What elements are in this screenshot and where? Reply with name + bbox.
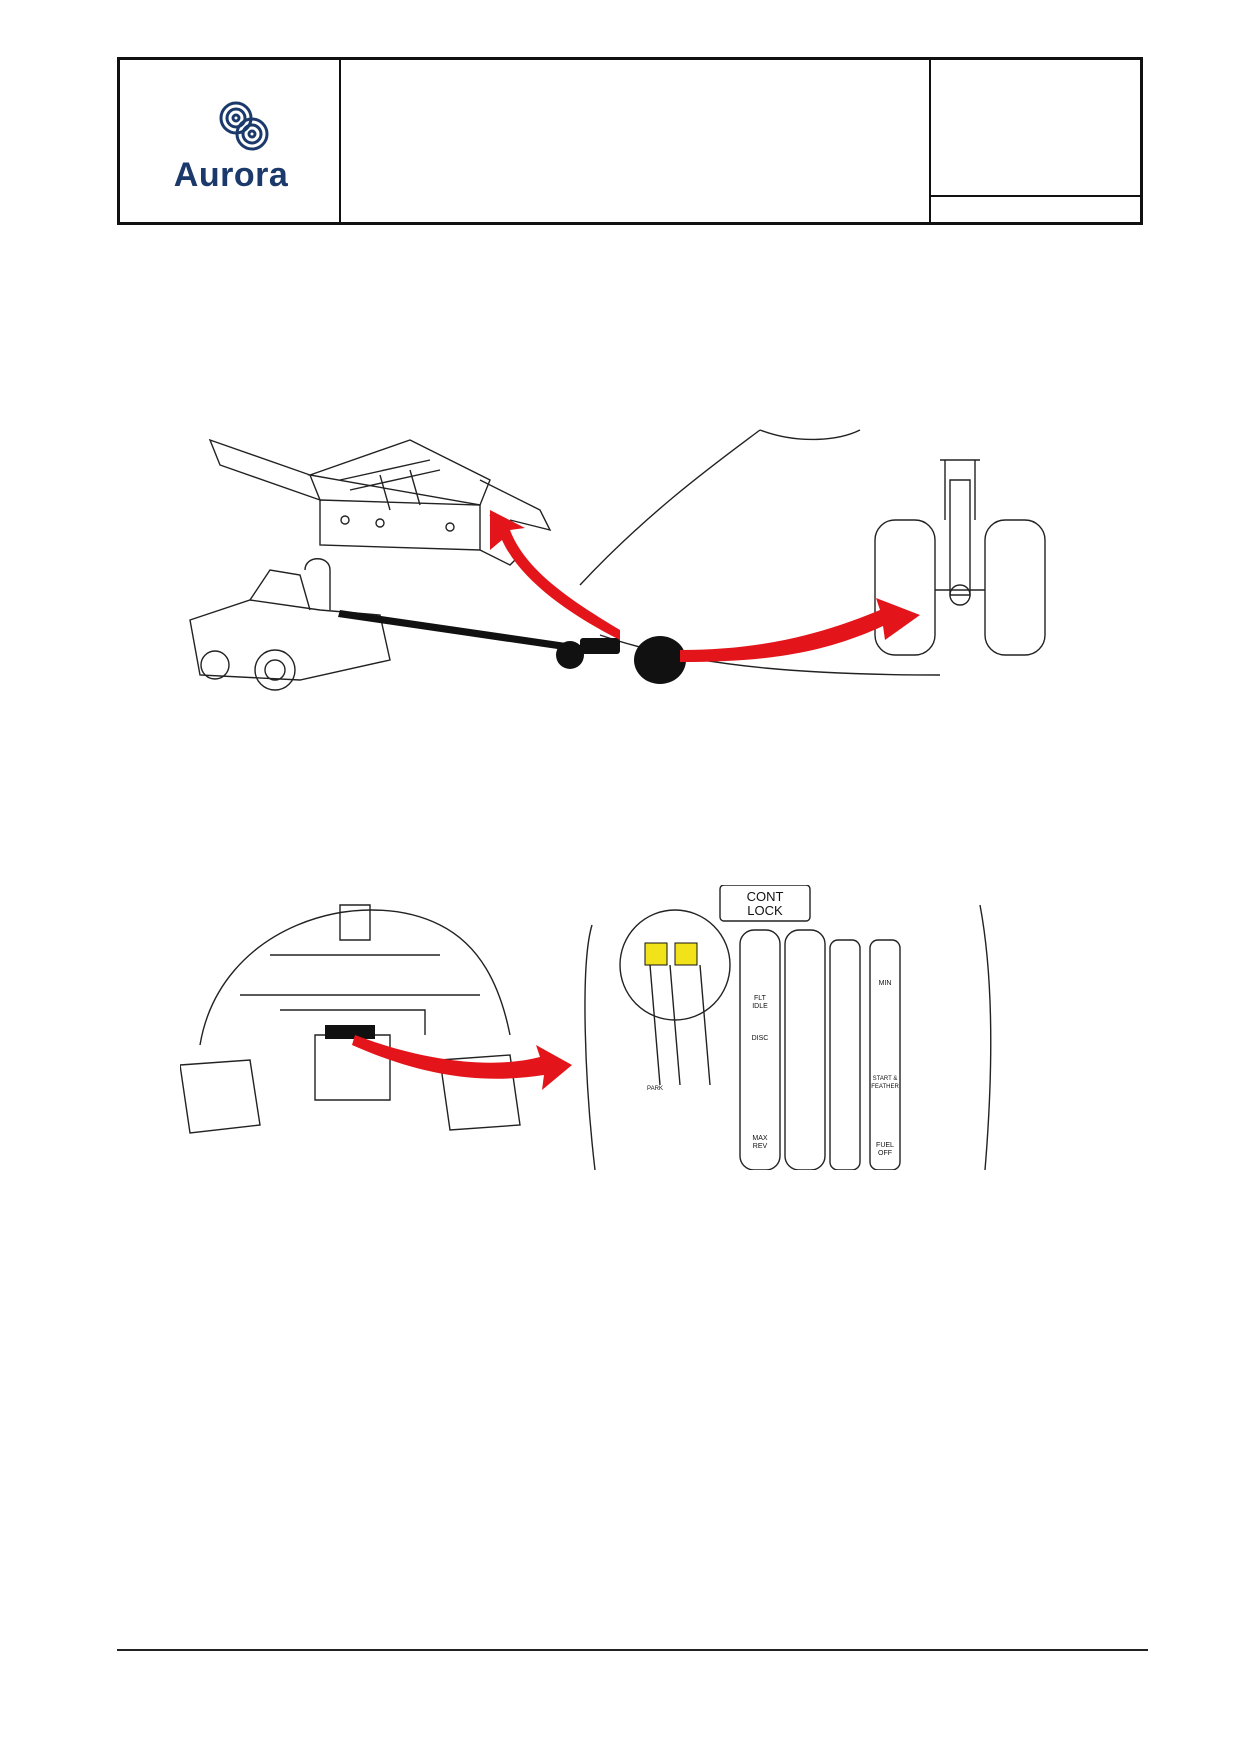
hazard-tag-right bbox=[674, 942, 698, 966]
towbar-head-tube bbox=[208, 438, 322, 502]
logo-wordmark: Aurora bbox=[173, 156, 289, 194]
hazard-tag-left bbox=[644, 942, 668, 966]
towbar-shaft bbox=[338, 610, 580, 652]
nose-wheel-right bbox=[984, 519, 1046, 656]
start-label: START & bbox=[873, 1076, 898, 1082]
red-arrow-to-towbar-head bbox=[490, 510, 620, 640]
towbar-wheel bbox=[556, 641, 584, 669]
min-label: MIN bbox=[879, 980, 892, 987]
reference-cell bbox=[931, 60, 1140, 222]
control-lock-figure: CONT LOCK FLT IDLE DISC MAX REV MIN STAR… bbox=[180, 885, 992, 1170]
nose-tire bbox=[634, 636, 686, 684]
red-arrow-to-quadrant bbox=[352, 1035, 572, 1090]
red-arrow-to-nose-gear bbox=[680, 598, 920, 662]
max-label: MAX bbox=[752, 1135, 768, 1142]
logo-mark-icon bbox=[219, 101, 269, 151]
nose-wheel-left bbox=[874, 519, 936, 656]
quadrant-edge-right bbox=[979, 904, 992, 1170]
tug-wheel-front bbox=[200, 650, 230, 680]
cockpit-seat-left bbox=[180, 1059, 261, 1134]
feather-label: FEATHER bbox=[871, 1084, 899, 1090]
fuselage-outline bbox=[579, 429, 761, 586]
company-logo: Aurora bbox=[156, 98, 306, 198]
title-cell bbox=[341, 60, 931, 222]
reference-divider bbox=[931, 195, 1140, 197]
cockpit-canopy bbox=[199, 909, 511, 1046]
park-label: PARK bbox=[647, 1086, 663, 1092]
fuel-label: FUEL bbox=[876, 1142, 894, 1149]
logo-cell: Aurora bbox=[120, 60, 341, 222]
highlight-circle bbox=[619, 909, 731, 1021]
document-header: Aurora bbox=[117, 57, 1143, 225]
tug-body bbox=[189, 599, 391, 681]
towbar-head-body bbox=[319, 499, 481, 551]
flt-label: FLT bbox=[754, 995, 767, 1002]
off-label: OFF bbox=[878, 1150, 892, 1157]
cont-lock-plate bbox=[719, 885, 811, 922]
cont-label: CONT bbox=[747, 889, 784, 904]
cockpit-seat-right bbox=[439, 1054, 521, 1131]
lock-label: LOCK bbox=[747, 903, 783, 918]
rev-label: REV bbox=[753, 1143, 768, 1150]
idle-label: IDLE bbox=[752, 1003, 768, 1010]
footer-rule bbox=[117, 1649, 1148, 1651]
quadrant-edge-left bbox=[584, 924, 596, 1170]
towbar-figure bbox=[189, 429, 1046, 691]
disc-label: DISC bbox=[752, 1035, 769, 1042]
tug-wheel-rear bbox=[254, 649, 296, 691]
